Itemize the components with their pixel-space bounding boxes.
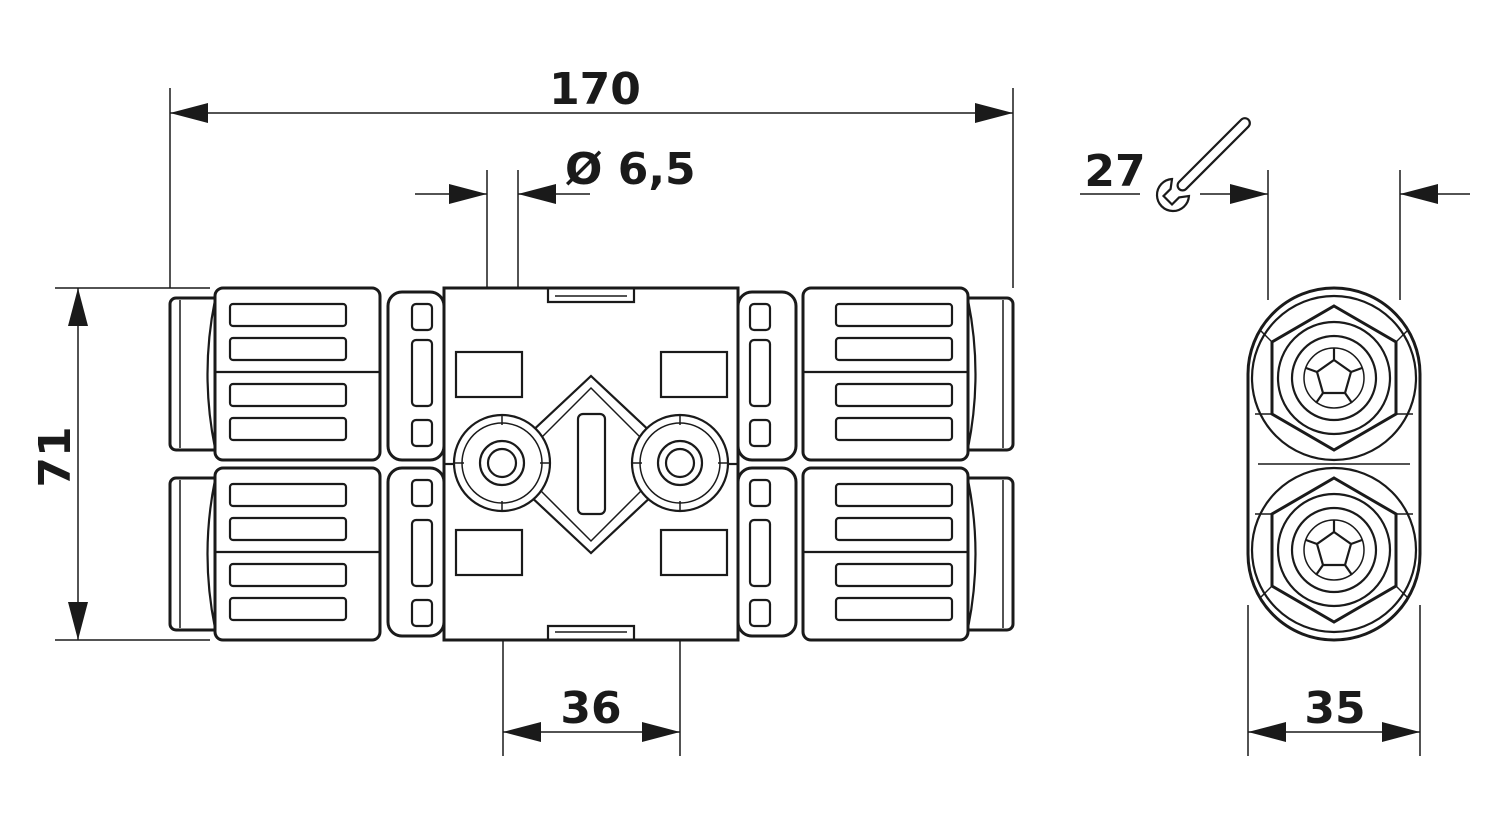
dimension-wrench-size: 27 bbox=[1080, 117, 1470, 300]
mounting-hole-left bbox=[452, 413, 552, 513]
dimension-hole-diameter: Ø 6,5 bbox=[415, 144, 696, 460]
wrench-icon bbox=[1155, 117, 1251, 213]
side-nut-top bbox=[1250, 294, 1418, 462]
connector-bottom-left bbox=[168, 466, 446, 642]
dimension-label-height: 71 bbox=[30, 426, 81, 487]
connector-bottom-right bbox=[736, 466, 1015, 642]
front-view bbox=[168, 286, 1015, 642]
side-view bbox=[1246, 286, 1422, 642]
dimension-label-overall-length: 170 bbox=[549, 64, 641, 115]
side-ribs bbox=[1255, 329, 1413, 599]
side-nut-bottom bbox=[1250, 466, 1418, 634]
dimension-label-width: 35 bbox=[1304, 683, 1365, 734]
dimension-overall-length: 170 bbox=[169, 64, 1014, 288]
dimension-label-hole-diameter: Ø 6,5 bbox=[565, 144, 696, 195]
dimension-height: 71 bbox=[30, 287, 210, 641]
dimension-width: 35 bbox=[1247, 605, 1421, 756]
dimension-label-wrench-size: 27 bbox=[1084, 146, 1145, 197]
connector-top-right bbox=[736, 286, 1015, 462]
connector-top-left bbox=[168, 286, 446, 462]
dimension-label-hole-spacing: 36 bbox=[560, 683, 621, 734]
mounting-hole-right bbox=[630, 413, 730, 513]
